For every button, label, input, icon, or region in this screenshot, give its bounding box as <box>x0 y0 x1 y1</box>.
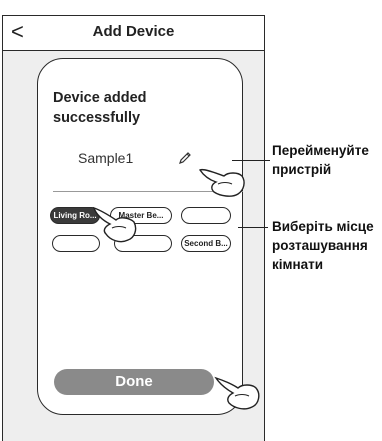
annotation-line <box>238 227 268 228</box>
device-name[interactable]: Sample1 <box>78 150 134 166</box>
annotation-line <box>232 160 270 161</box>
room-option-second-bedroom[interactable]: Second B... <box>181 235 231 252</box>
done-button[interactable]: Done <box>54 369 214 395</box>
divider <box>53 191 243 192</box>
pointing-hand-icon <box>214 376 260 410</box>
room-option-empty[interactable] <box>181 207 231 224</box>
pointing-hand-icon <box>198 168 245 197</box>
room-option-empty[interactable] <box>52 235 100 252</box>
room-hint: Виберіть місце розташування кімнати <box>272 219 374 272</box>
page-title: Add Device <box>92 23 175 40</box>
rename-hint: Перейменуйте пристрій <box>272 143 369 177</box>
back-arrow-icon[interactable]: < <box>11 19 24 44</box>
app-header: < Add Device <box>3 16 264 51</box>
edit-pencil-icon[interactable] <box>178 151 192 165</box>
pointing-hand-icon <box>92 206 137 243</box>
success-message: Device added successfully <box>53 90 147 126</box>
